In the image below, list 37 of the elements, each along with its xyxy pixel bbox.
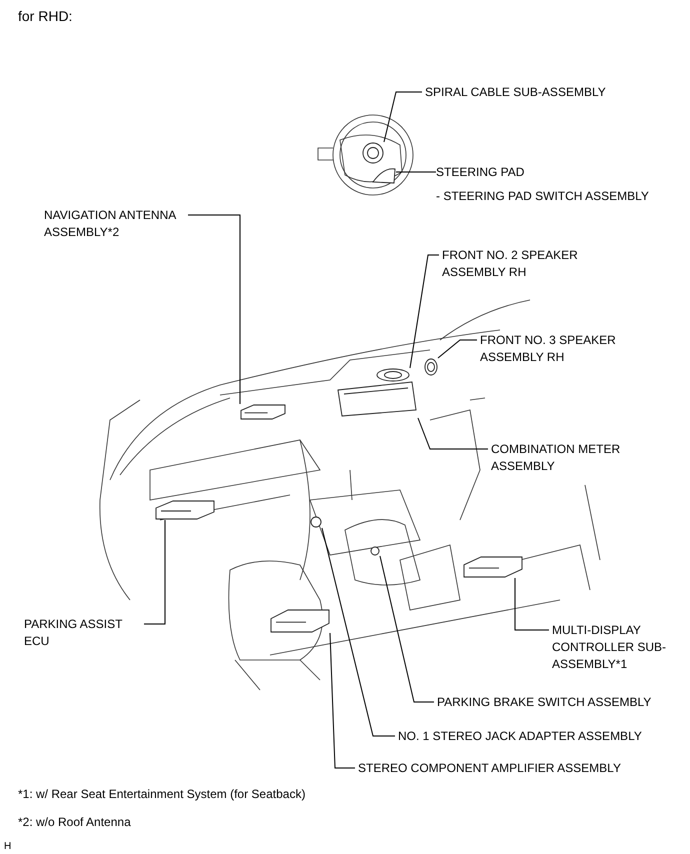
callout-label: FRONT NO. 2 SPEAKER ASSEMBLY RH (442, 247, 579, 281)
speaker-drawing (376, 368, 410, 382)
callout-label: PARKING ASSIST ECU (24, 616, 124, 650)
leader-line (384, 92, 422, 142)
leader-line (380, 556, 434, 702)
callout-label: COMBINATION METER ASSEMBLY (491, 441, 622, 475)
callout-label: SPIRAL CABLE SUB-ASSEMBLY (425, 84, 607, 101)
callout-label: NO. 1 STEREO JACK ADAPTER ASSEMBLY (398, 728, 643, 745)
footnote: *2: w/o Roof Antenna (18, 814, 131, 831)
callout-label: STEREO COMPONENT AMPLIFIER ASSEMBLY (358, 760, 622, 777)
speaker-drawing (424, 358, 438, 376)
amplifier-drawing (270, 609, 330, 633)
antenna-drawing (240, 404, 286, 420)
meter-drawing (336, 380, 418, 418)
leader-line (514, 578, 550, 630)
switch-knob (370, 546, 380, 556)
heading: for RHD: (18, 8, 72, 25)
controller-drawing (463, 556, 523, 578)
leader-line (322, 528, 396, 736)
leader-line (410, 254, 440, 368)
callout-label: NAVIGATION ANTENNA ASSEMBLY*2 (44, 207, 178, 241)
footnote: *1: w/ Rear Seat Entertainment System (for Seatback) (18, 786, 306, 803)
drawing-code: H (4, 840, 12, 854)
part-name: - STEERING PAD SWITCH ASSEMBLY (436, 188, 649, 205)
leader-line (330, 632, 356, 768)
callout-label: PARKING BRAKE SWITCH ASSEMBLY (437, 694, 652, 711)
steering-pad-drawing (372, 166, 396, 184)
switch-knob (310, 516, 322, 528)
callout-label: FRONT NO. 3 SPEAKER ASSEMBLY RH (480, 332, 617, 366)
callout-label: MULTI-DISPLAY CONTROLLER SUB-ASSEMBLY*1 (552, 622, 668, 673)
leader-line (188, 214, 240, 404)
callout-label: STEERING PAD (436, 164, 526, 181)
ecu-drawing (155, 500, 215, 520)
leader-line (418, 418, 488, 450)
leader-line (144, 520, 166, 624)
spiral-cable-drawing (362, 142, 384, 164)
leader-line (438, 340, 478, 358)
